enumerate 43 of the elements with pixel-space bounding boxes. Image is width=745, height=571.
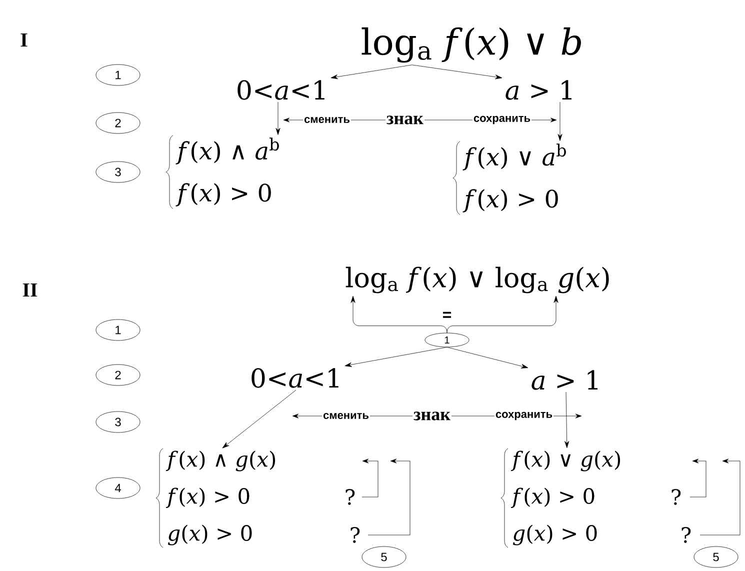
step-number-oval: 1 xyxy=(424,332,470,348)
rule-label: сменить xyxy=(322,412,370,420)
arrow xyxy=(558,102,562,141)
step-number-oval: 2 xyxy=(96,364,140,386)
arrow xyxy=(564,392,570,448)
rule-label: сохранить xyxy=(494,410,554,422)
rule-label: сохранить xyxy=(472,114,532,126)
question-mark: ? xyxy=(682,527,691,543)
step-number-oval: 1 xyxy=(96,64,140,86)
condition: a > 1 xyxy=(506,80,572,100)
section-numeral: II xyxy=(22,283,38,297)
formula: log$_{a}$ f(x) ∨ b xyxy=(362,27,581,63)
question-mark: ? xyxy=(346,489,355,505)
condition: a > 1 xyxy=(532,370,598,390)
condition: 0<a<1 xyxy=(238,80,324,100)
step-number-oval: 3 xyxy=(96,411,140,433)
bracket-arrow xyxy=(446,296,558,333)
step-number-oval: 3 xyxy=(96,161,140,183)
rule-label: знак xyxy=(386,114,424,126)
arrow xyxy=(446,347,528,368)
rule-label: сменить xyxy=(303,116,351,124)
equals-sign: = xyxy=(443,312,452,318)
inequality-system: f(x) ∨ g(x) f(x) > 0 g(x) > 0 xyxy=(500,448,620,548)
question-mark: ? xyxy=(672,489,681,505)
step-number-oval: 1 xyxy=(96,319,140,341)
step-number-oval: 4 xyxy=(96,477,140,499)
arrow xyxy=(412,64,502,80)
rule-label: знак xyxy=(412,410,452,422)
arrow xyxy=(276,102,280,135)
inequality-system: f(x) ∨ a$^{b}$ f(x) > 0 xyxy=(452,141,566,215)
section-numeral: I xyxy=(20,33,28,47)
formula: log$_{a}$ f(x) ∨ log$_{a}$ g(x) xyxy=(346,266,609,294)
step-number-oval: 5 xyxy=(694,546,738,568)
step-number-oval: 2 xyxy=(96,112,140,134)
arrow xyxy=(344,347,448,367)
arrow xyxy=(330,64,412,80)
step-number-oval: 5 xyxy=(362,546,406,568)
question-mark: ? xyxy=(350,527,360,543)
condition: 0<a<1 xyxy=(252,368,338,388)
inequality-system: f(x) ∧ a$^{b}$ f(x) > 0 xyxy=(166,135,279,209)
bracket-arrow xyxy=(350,296,448,333)
arrow xyxy=(222,390,296,448)
inequality-system: f(x) ∧ g(x) f(x) > 0 g(x) > 0 xyxy=(156,448,276,548)
